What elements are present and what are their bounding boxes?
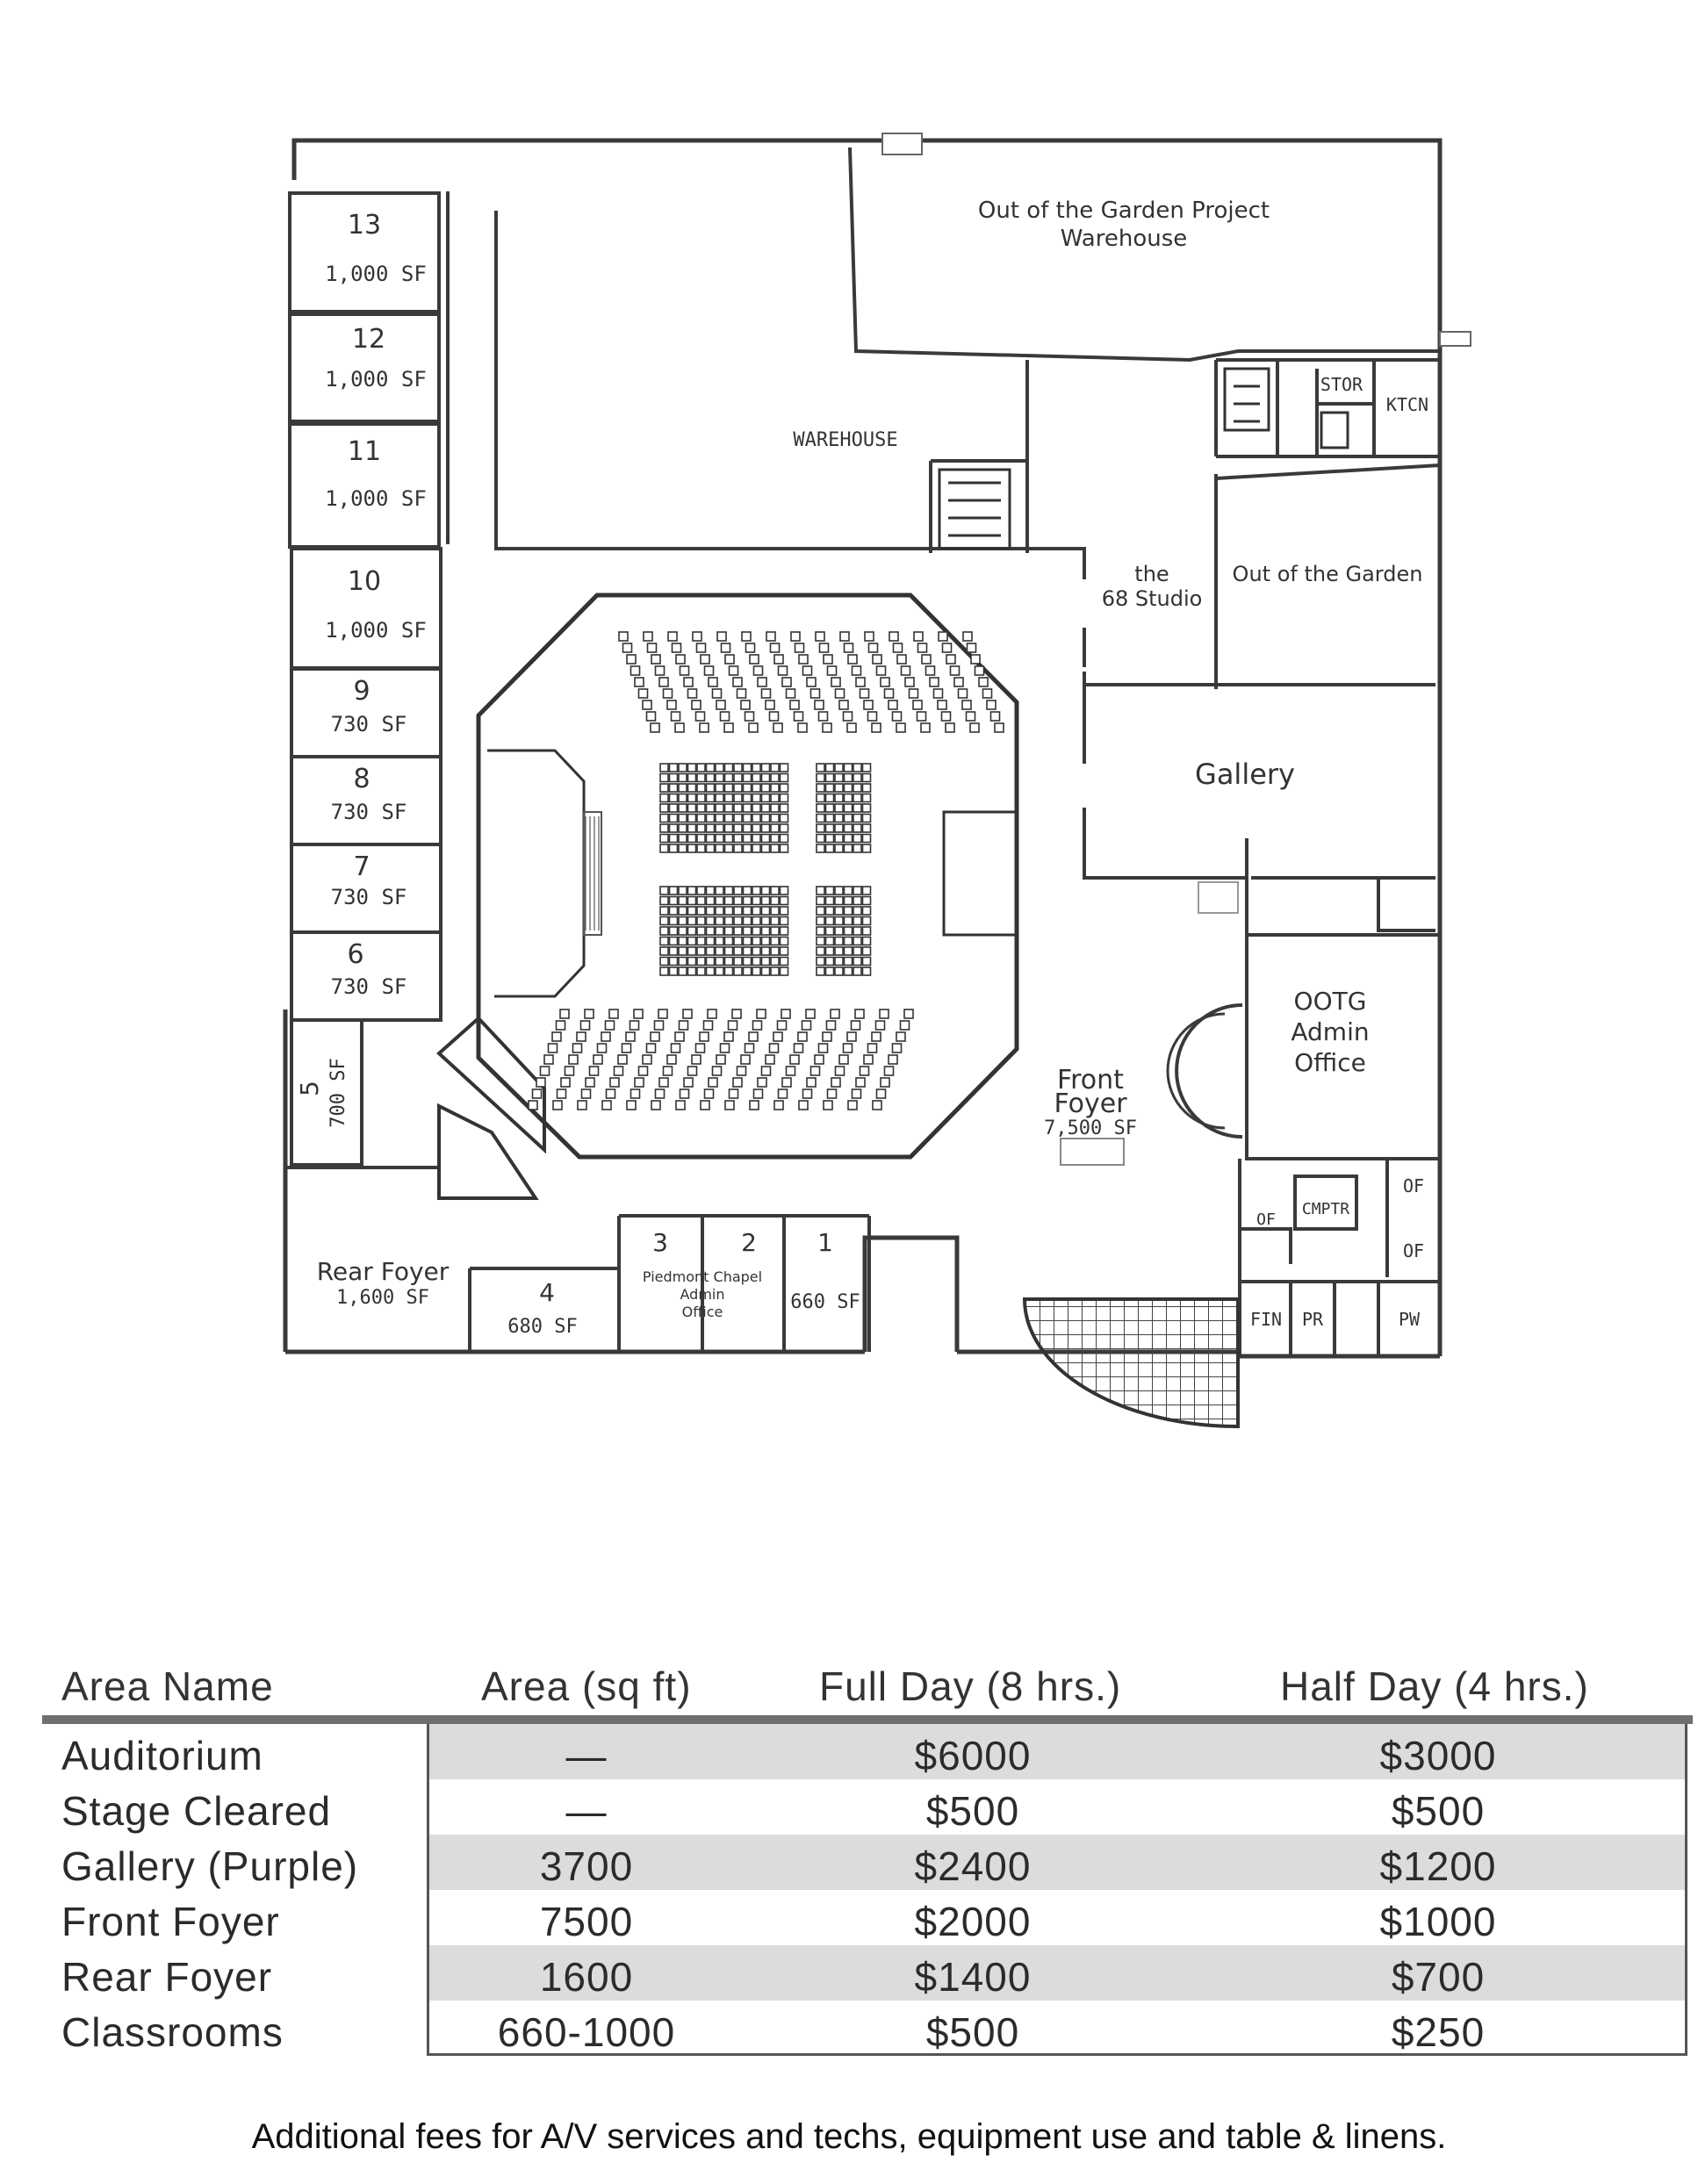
svg-text:2: 2 (741, 1228, 757, 1257)
table-row: Stage Cleared — $500 $500 (61, 1788, 1486, 1834)
rates-header: Area Name Area (sq ft) Full Day (8 hrs.)… (42, 1650, 1693, 1712)
chapel-room-labels: 4 680 SF 3 2 1 660 SF Piedmont Chapel Ad… (507, 1228, 860, 1338)
svg-text:730 SF: 730 SF (331, 974, 407, 999)
svg-text:Rear Foyer: Rear Foyer (317, 1257, 450, 1286)
svg-text:700 SF: 700 SF (327, 1058, 349, 1127)
svg-text:10: 10 (348, 566, 381, 597)
floor-plan: 13 1,000 SF 12 1,000 SF 11 1,000 SF 10 1… (283, 133, 1471, 1429)
svg-text:Out of the Garden: Out of the Garden (1233, 562, 1423, 586)
svg-text:730 SF: 730 SF (331, 712, 407, 736)
svg-text:8: 8 (353, 764, 370, 794)
svg-text:13: 13 (348, 210, 381, 241)
svg-text:1,000 SF: 1,000 SF (325, 262, 427, 286)
service-labels: OF OF OF CMPTR FIN PR PW (1250, 1175, 1424, 1330)
svg-text:CMPTR: CMPTR (1302, 1200, 1349, 1218)
table-row: Rear Foyer 1600 $1400 $700 (42, 1945, 1693, 2001)
svg-text:5: 5 (295, 1081, 324, 1096)
restroom-fixtures (938, 367, 1349, 550)
svg-text:1,600 SF: 1,600 SF (336, 1287, 429, 1309)
svg-text:Admin: Admin (1291, 1017, 1369, 1046)
svg-text:1,000 SF: 1,000 SF (325, 367, 427, 392)
svg-text:7: 7 (353, 851, 370, 882)
svg-text:PR: PR (1302, 1309, 1324, 1330)
header-area-name: Area Name (61, 1663, 274, 1709)
svg-text:4: 4 (539, 1278, 555, 1307)
rates-table: Area Name Area (sq ft) Full Day (8 hrs.)… (42, 1650, 1693, 2056)
svg-text:Piedmont Chapel: Piedmont Chapel (643, 1268, 762, 1285)
svg-text:PW: PW (1399, 1309, 1421, 1330)
warehouse-walls (848, 147, 1441, 689)
svg-text:12: 12 (352, 324, 385, 355)
table-row: Gallery (Purple) 3700 $2400 $1200 (42, 1835, 1693, 1890)
svg-text:FIN: FIN (1250, 1309, 1282, 1330)
header-area-sqft: Area (sq ft) (481, 1663, 692, 1709)
svg-text:730 SF: 730 SF (331, 885, 407, 909)
service-rooms (1238, 1159, 1440, 1356)
svg-text:11: 11 (348, 436, 381, 467)
svg-text:660 SF: 660 SF (790, 1291, 860, 1313)
svg-text:6: 6 (347, 939, 363, 970)
entry-plaza (1022, 1297, 1240, 1429)
svg-text:1,000 SF: 1,000 SF (325, 486, 427, 511)
header-full-day: Full Day (8 hrs.) (819, 1663, 1122, 1709)
svg-text:1: 1 (817, 1228, 833, 1257)
svg-text:Out of the Garden Project: Out of the Garden Project (978, 198, 1270, 224)
table-row: Auditorium — $6000 $3000 (42, 1724, 1693, 1779)
svg-text:680 SF: 680 SF (507, 1316, 577, 1338)
svg-text:OOTG: OOTG (1294, 987, 1367, 1016)
table-row: Front Foyer 7500 $2000 $1000 (61, 1899, 1497, 1944)
svg-text:730 SF: 730 SF (331, 800, 407, 824)
svg-text:9: 9 (353, 676, 370, 707)
svg-text:7,500 SF: 7,500 SF (1044, 1117, 1137, 1139)
auditorium-seating (528, 631, 1004, 1110)
warehouse-labels: Out of the Garden Project Warehouse WARE… (793, 198, 1428, 451)
svg-text:Admin: Admin (680, 1286, 725, 1303)
header-half-day: Half Day (4 hrs.) (1280, 1663, 1589, 1709)
svg-text:OF: OF (1403, 1240, 1424, 1261)
svg-text:OF: OF (1403, 1175, 1424, 1196)
table-row: Classrooms 660-1000 $500 $250 (61, 2009, 1486, 2055)
svg-text:Foyer: Foyer (1054, 1088, 1127, 1119)
rates-body: Auditorium — $6000 $3000 Stage Cleared —… (42, 1724, 1693, 2056)
svg-text:OF: OF (1256, 1211, 1276, 1229)
footer-note: Additional fees for A/V services and tec… (251, 2117, 1447, 2156)
svg-text:3: 3 (652, 1228, 668, 1257)
admin-curve (1175, 1003, 1243, 1139)
svg-text:STOR: STOR (1320, 374, 1363, 395)
left-classrooms (285, 191, 1086, 1169)
east-room-labels: the 68 Studio Out of the Garden Gallery … (1102, 562, 1423, 1077)
left-room-labels: 13 1,000 SF 12 1,000 SF 11 1,000 SF 10 1… (295, 210, 427, 1128)
svg-text:KTCN: KTCN (1386, 394, 1428, 415)
svg-text:Gallery: Gallery (1195, 758, 1295, 791)
svg-text:Front: Front (1057, 1065, 1124, 1096)
east-rooms (1083, 474, 1440, 1160)
foyer-labels: Front Foyer 7,500 SF Rear Foyer 1,600 SF (317, 1065, 1137, 1309)
outer-walls (283, 138, 1443, 1359)
svg-text:1,000 SF: 1,000 SF (325, 618, 427, 643)
svg-text:the: the (1134, 562, 1169, 586)
svg-text:Office: Office (1294, 1048, 1366, 1077)
svg-text:WAREHOUSE: WAREHOUSE (793, 429, 897, 451)
header-rule (42, 1715, 1693, 1724)
svg-text:Office: Office (682, 1304, 723, 1320)
svg-text:Warehouse: Warehouse (1061, 226, 1188, 252)
svg-text:68 Studio: 68 Studio (1102, 586, 1203, 611)
chapel-rooms (468, 1214, 871, 1352)
